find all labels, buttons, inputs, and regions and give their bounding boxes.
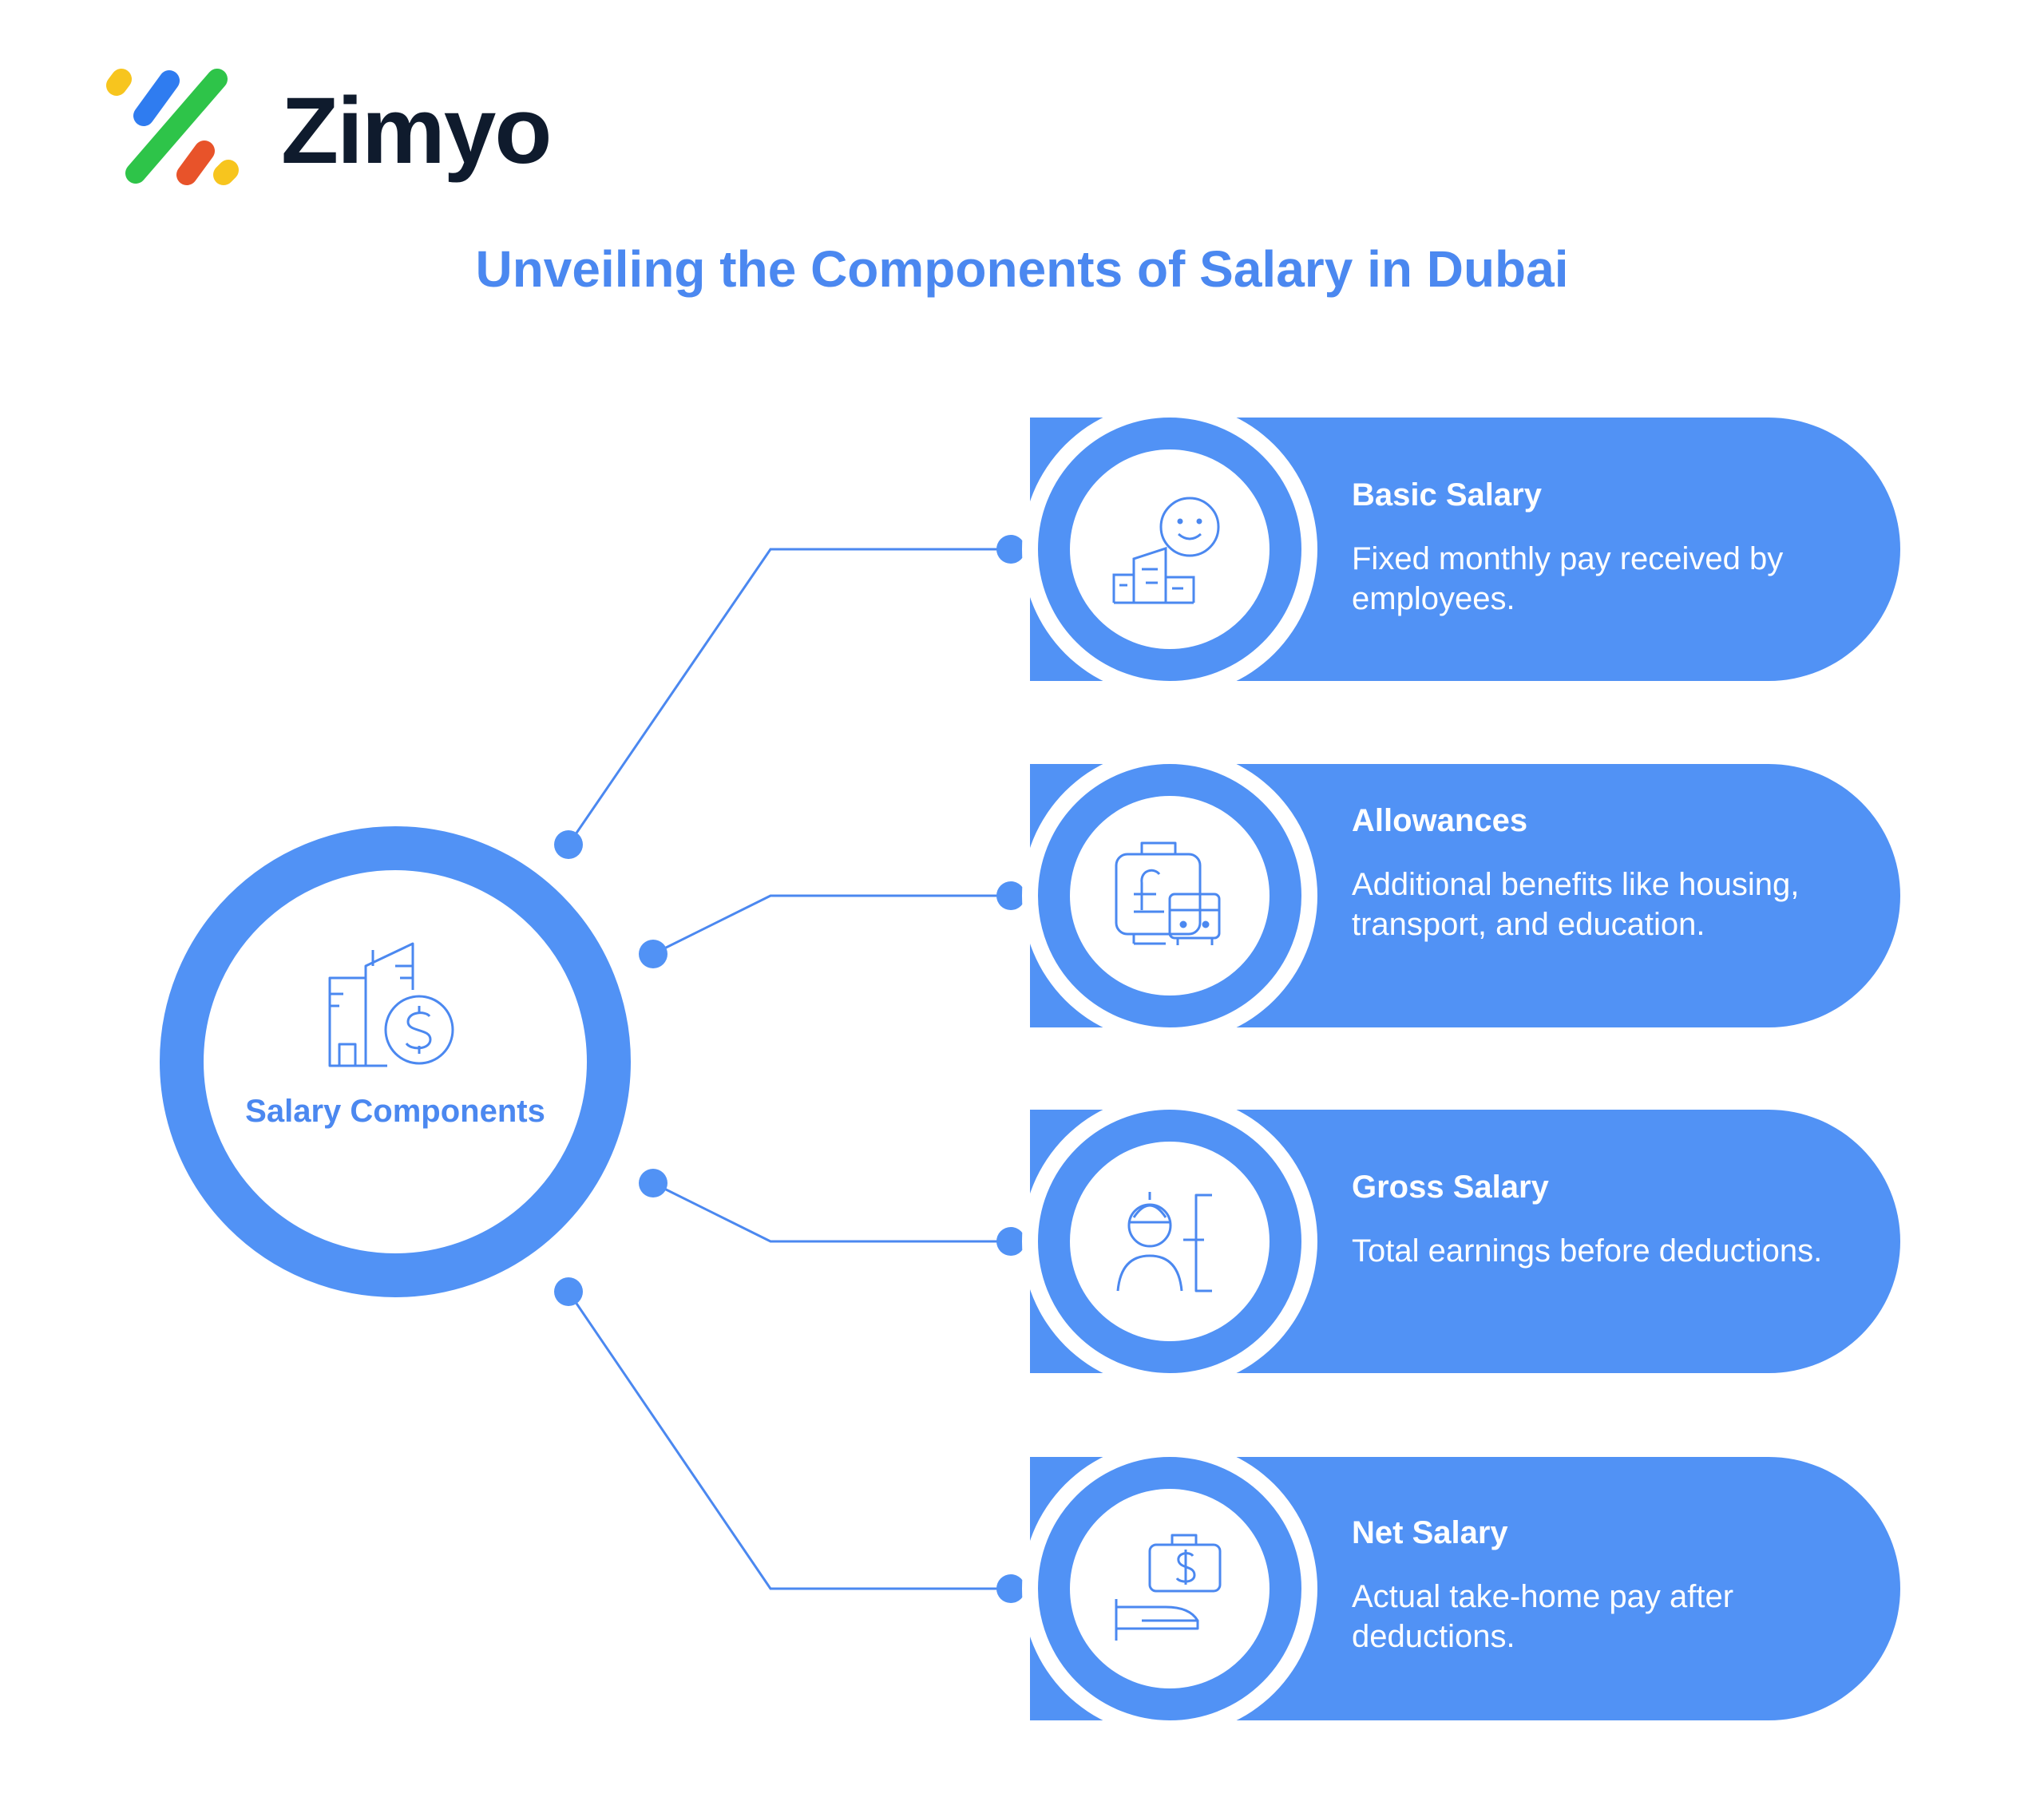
pound-briefcase-bus-icon — [1115, 841, 1221, 945]
logo-stroke-yellow — [106, 69, 132, 96]
buildings-smile-icon — [1112, 497, 1220, 604]
connector-dot — [996, 1574, 1025, 1603]
worker-bracket-icon — [1116, 1192, 1212, 1292]
component-desc-net-salary: Actual take-home pay after deductions. — [1352, 1579, 1734, 1654]
connector-dot — [554, 830, 583, 859]
logo-stroke-red — [176, 141, 215, 185]
zimyo-logo — [106, 69, 239, 185]
component-title-gross-salary: Gross Salary — [1352, 1170, 1549, 1205]
hand-money-case-icon — [1115, 1534, 1222, 1641]
connector-gross-salary — [652, 1182, 1008, 1243]
connector-basic-salary — [567, 548, 1008, 845]
connector-dot — [554, 1277, 583, 1306]
component-title-basic-salary: Basic Salary — [1352, 477, 1542, 513]
component-desc-basic-salary: Fixed monthly pay received by employees. — [1352, 541, 1784, 616]
connector-dot — [996, 881, 1025, 910]
hub-label: Salary Components — [245, 1094, 545, 1129]
logo-stroke-yellow-small — [213, 160, 239, 185]
component-desc-gross-salary: Total earnings before deductions. — [1352, 1233, 1823, 1269]
buildings-dollar-icon — [328, 942, 454, 1067]
component-title-allowances: Allowances — [1352, 803, 1528, 838]
connector-allowances — [652, 894, 1008, 956]
component-title-net-salary: Net Salary — [1352, 1515, 1508, 1550]
connector-net-salary — [567, 1291, 1008, 1590]
logo-stroke-green — [125, 69, 228, 184]
logo-stroke-blue — [133, 70, 180, 126]
brand-name: Zimyo — [281, 78, 552, 184]
connector-dot — [639, 940, 667, 968]
connector-dot — [996, 535, 1025, 564]
connector-dot — [996, 1227, 1025, 1256]
connector-dot — [639, 1169, 667, 1197]
component-desc-allowances: Additional benefits like housing, transp… — [1352, 867, 1800, 942]
page-title: Unveiling the Components of Salary in Du… — [475, 240, 1569, 298]
